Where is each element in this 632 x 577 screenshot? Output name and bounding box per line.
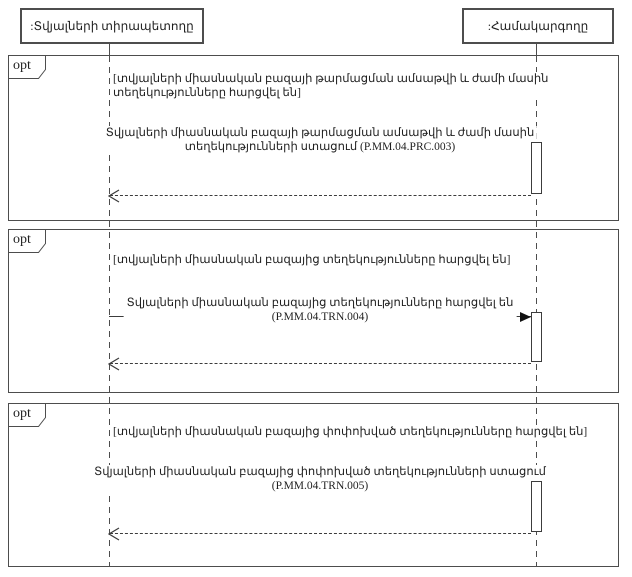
- opt-operator-label: opt: [13, 58, 31, 73]
- lifeline-data-owner: [109, 56, 110, 566]
- opt-fragment-1: opt: [8, 55, 619, 221]
- guard-condition-3: [տվյալների միասնական բազայից փոփոխված տե…: [111, 425, 590, 439]
- opt-operator-badge: opt: [8, 55, 46, 79]
- return-arrow-2: [108, 357, 531, 371]
- actor-label-data-owner: :Տվյալների տիրապետողը: [30, 18, 194, 33]
- opt-operator-badge: opt: [8, 229, 46, 253]
- return-arrow-3: [108, 527, 531, 541]
- opt-fragment-2: opt: [8, 229, 619, 393]
- message-label-2-line2: (P.MM.04.TRN.004): [271, 311, 369, 323]
- return-arrowhead-icon: [108, 527, 120, 541]
- message-arrow-1: Տվյալների միասնական բազայի թարմացման ամս…: [102, 126, 538, 154]
- opt-pentagon-shape: [8, 55, 46, 79]
- message-arrow-3: Տվյալների միասնական բազայից փոփոխված տեղ…: [91, 465, 549, 493]
- message-label-1-line2: տեղեկությունների ստացում (P.MM.04.PRC.00…: [184, 141, 456, 153]
- opt-operator-label: opt: [13, 232, 31, 247]
- message-label-1: Տվյալների միասնական բազայի թարմացման ամս…: [102, 126, 538, 154]
- opt-pentagon-shape: [8, 403, 46, 427]
- return-arrowhead-icon: [108, 357, 120, 371]
- opt-fragment-3: opt: [8, 403, 619, 567]
- opt-operator-badge: opt: [8, 403, 46, 427]
- return-arrow-1: [108, 189, 531, 203]
- return-arrowhead-icon: [108, 189, 120, 203]
- guard-condition-1-line1: [տվյալների միասնական բազայի թարմացման ամ…: [113, 73, 549, 85]
- guard-condition-2-line1: [տվյալների միասնական բազայից տեղեկությու…: [113, 254, 511, 266]
- message-label-3-line2: (P.MM.04.TRN.005): [271, 480, 369, 492]
- lifeline-stem-coordinator: [536, 40, 537, 56]
- lifeline-stem-data-owner: [109, 40, 110, 56]
- guard-condition-1-line2: տեղեկությունները հարցվել են]: [113, 87, 301, 99]
- guard-condition-3-line1: [տվյալների միասնական բազայից փոփոխված տե…: [113, 426, 588, 438]
- message-label-3: Տվյալների միասնական բազայից փոփոխված տեղ…: [91, 465, 549, 493]
- message-label-1-line1: Տվյալների միասնական բազայի թարմացման ամս…: [105, 127, 535, 139]
- activation-bar-2: [531, 312, 542, 362]
- actor-box-data-owner: :Տվյալների տիրապետողը: [20, 8, 204, 44]
- opt-operator-label: opt: [13, 406, 31, 421]
- guard-condition-1: [տվյալների միասնական բազայի թարմացման ամ…: [111, 72, 551, 100]
- guard-condition-2: [տվյալների միասնական բազայից տեղեկությու…: [111, 253, 513, 267]
- activation-bar-3: [531, 481, 542, 532]
- actor-label-coordinator: :Համակարգողը: [487, 18, 589, 33]
- lifeline-coordinator: [536, 56, 537, 566]
- message-arrowhead-icon: [520, 312, 531, 322]
- message-label-3-line1: Տվյալների միասնական բազայից փոփոխված տեղ…: [94, 466, 546, 478]
- message-label-2-line1: Տվյալների միասնական բազայից տեղեկություն…: [126, 297, 514, 309]
- opt-pentagon-shape: [8, 229, 46, 253]
- activation-bar-1: [531, 142, 542, 194]
- message-arrow-2: Տվյալների միասնական բազայից տեղեկություն…: [109, 296, 531, 324]
- actor-box-coordinator: :Համակարգողը: [462, 8, 614, 44]
- message-label-2: Տվյալների միասնական բազայից տեղեկություն…: [123, 296, 517, 324]
